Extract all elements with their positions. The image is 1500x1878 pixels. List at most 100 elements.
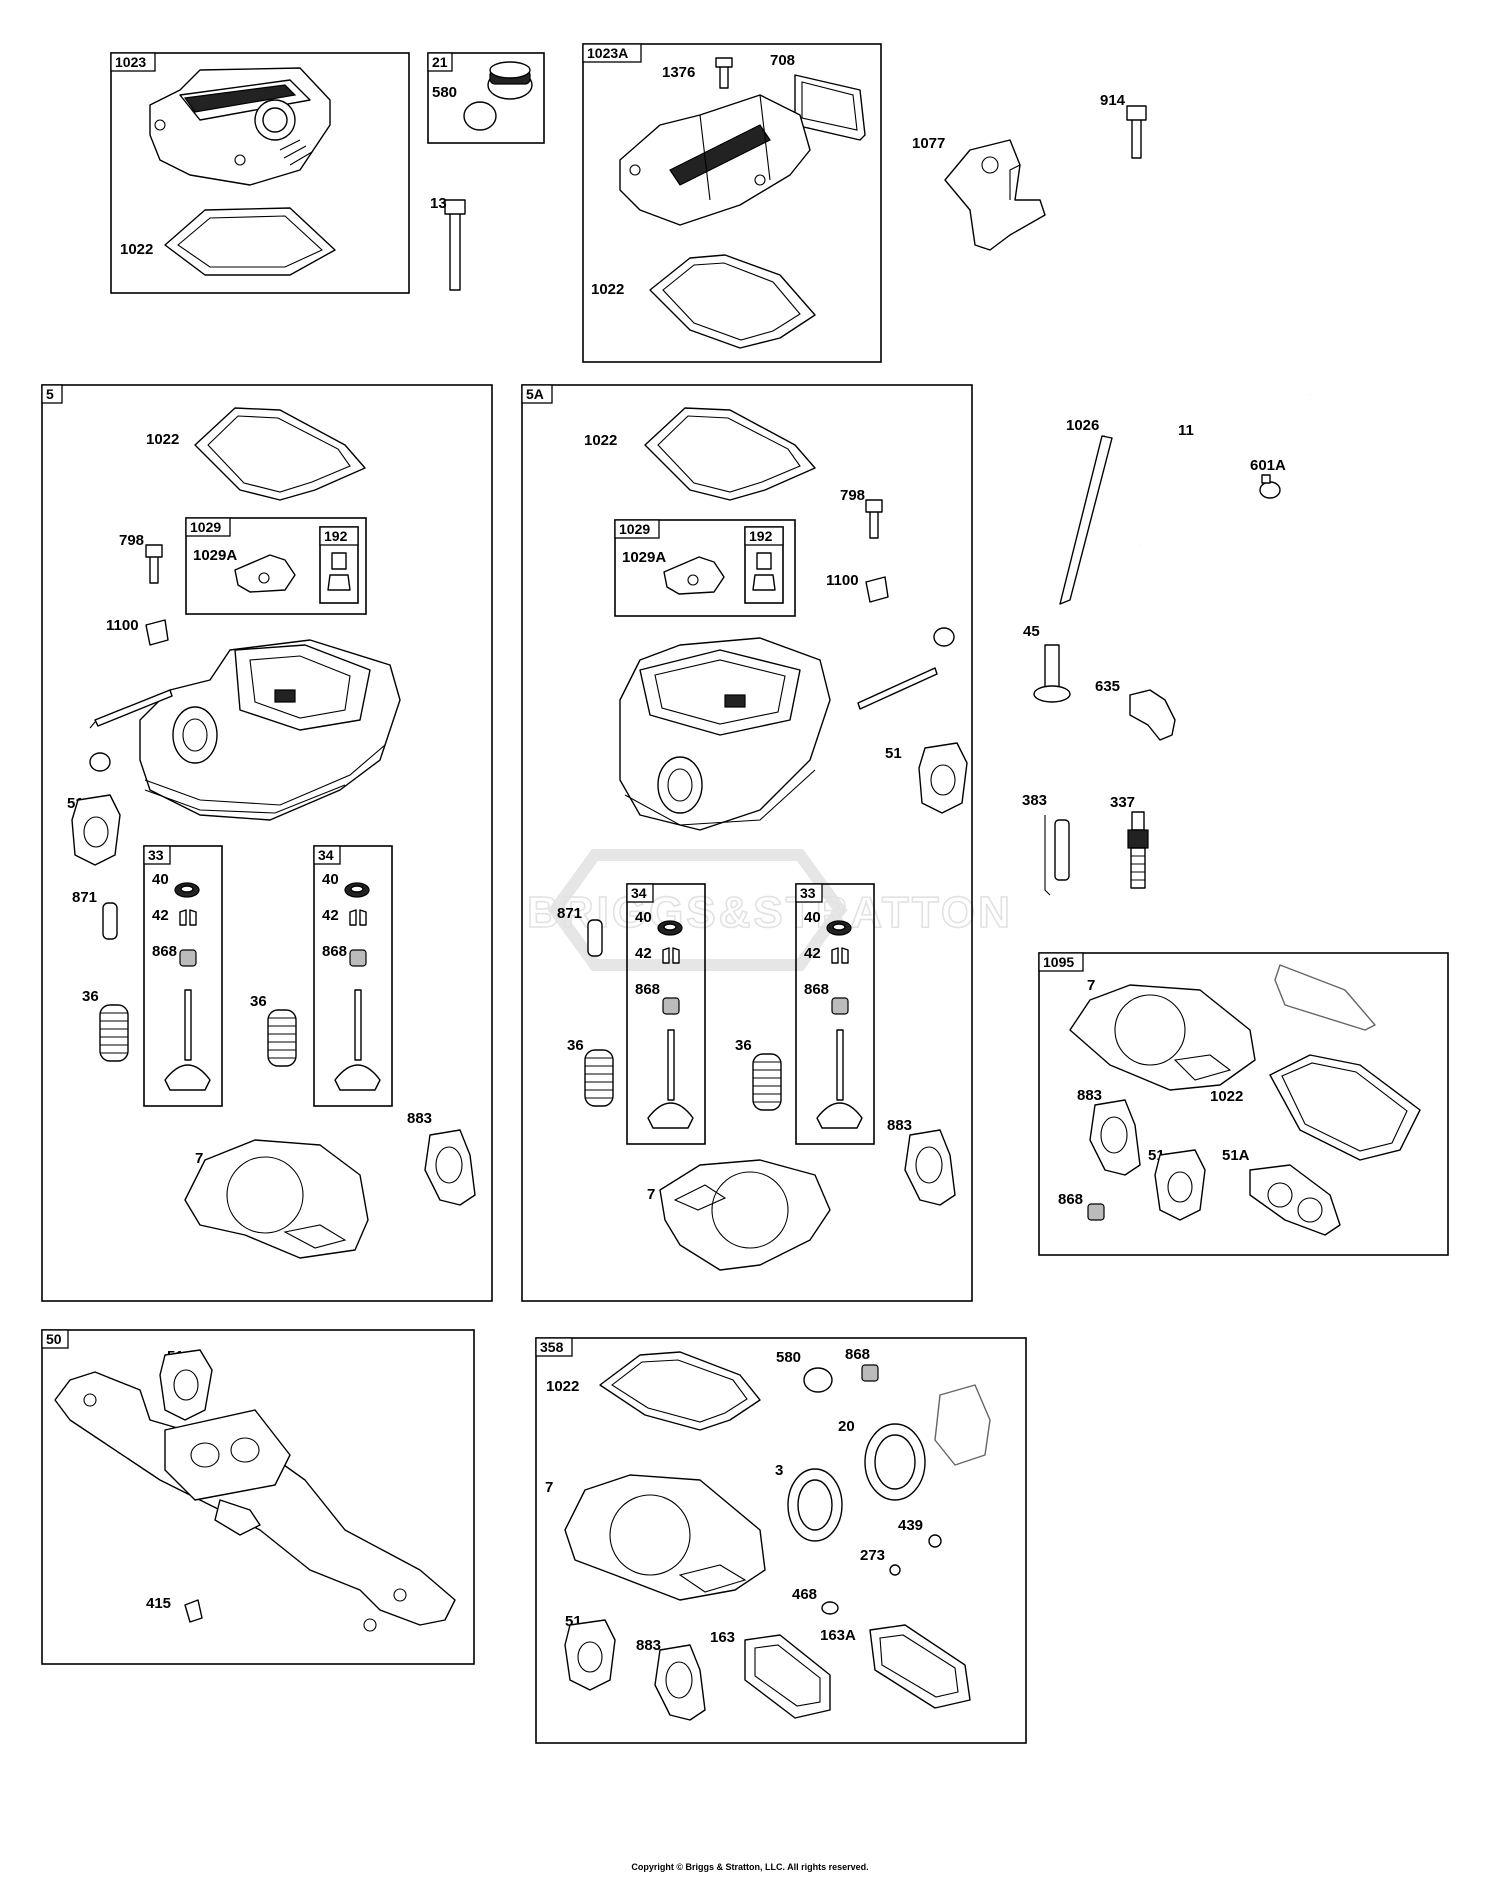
valve-cover-part: [149, 67, 331, 186]
gasket-883-part: [904, 1129, 956, 1206]
part-label: 1022: [591, 281, 624, 298]
guide-part: [145, 619, 169, 646]
part-label: 468: [792, 1586, 817, 1603]
nut-part: [89, 752, 111, 772]
gasket-163A-part: [869, 1624, 971, 1709]
spark-plug-part: [1127, 811, 1149, 889]
group-1095[interactable]: 1095 7 883 1022 51 51A 8: [1038, 952, 1449, 1256]
push-rod-guide-part: [94, 689, 173, 727]
fitting-45-part: [1033, 644, 1071, 703]
valve-seal-part: [861, 1364, 879, 1382]
guide-part: [865, 576, 889, 603]
o-ring-part: [803, 1367, 833, 1393]
group-tag: 34: [631, 885, 647, 901]
group-358[interactable]: 358 1022 580 868 20 3 7 439 273: [535, 1337, 1027, 1744]
nut-part: [933, 627, 955, 647]
group-tag: 21: [432, 54, 448, 70]
gasket-51-part: [159, 1349, 213, 1421]
part-label: 36: [735, 1037, 752, 1054]
group-1023A[interactable]: 1023A 1376 708 1022: [582, 43, 882, 363]
copyright-footer: Copyright © Briggs & Stratton, LLC. All …: [631, 1862, 869, 1872]
group-tag: 358: [540, 1339, 564, 1355]
elbow-fitting-part: [1129, 689, 1176, 741]
o-ring-part: [463, 101, 497, 131]
part-label: 163: [710, 1629, 735, 1646]
part-label-337: 337: [1110, 794, 1135, 811]
lifting-bracket-part: [944, 139, 1046, 251]
part-label: 798: [119, 532, 144, 549]
push-rod-part: [1059, 435, 1113, 605]
group-1029[interactable]: 1029 1029A: [185, 517, 367, 615]
group-5[interactable]: 5 1022 798 1100 1029 1029A 192: [41, 384, 493, 1302]
gasket-51-part: [1154, 1149, 1206, 1221]
group-1023[interactable]: 1023 1022: [110, 52, 410, 294]
group-tag: 50: [46, 1331, 62, 1347]
part-label-11: 11: [1178, 422, 1194, 439]
gasket-1022-part: [599, 1351, 761, 1431]
group-tag: 5: [46, 386, 54, 402]
gasket-part: [1274, 964, 1376, 1031]
gasket-883-part: [424, 1129, 476, 1206]
part-label: 1100: [826, 572, 859, 589]
part-label: 273: [860, 1547, 885, 1564]
part-label: 7: [647, 1186, 655, 1203]
part-label-601A: 601A: [1250, 457, 1286, 474]
group-5A[interactable]: 5A 1022 798 1100 1029 1029A 192: [521, 384, 973, 1302]
part-label: 708: [770, 52, 795, 69]
group-tag: 1029: [190, 519, 221, 535]
part-label: 42: [322, 907, 339, 924]
group-tag: 1023A: [587, 45, 628, 61]
part-label: 51: [885, 745, 902, 762]
part-label: 415: [146, 1595, 171, 1612]
o-ring-468-part: [821, 1601, 839, 1615]
part-label: 868: [152, 943, 177, 960]
part-label: 798: [840, 487, 865, 504]
group-33[interactable]: 33 40 42 868: [143, 845, 223, 1107]
part-label: 1100: [106, 617, 139, 634]
part-label-1026: 1026: [1066, 417, 1099, 434]
head-gasket-part: [659, 1159, 831, 1271]
part-label: 1022: [1210, 1088, 1243, 1105]
part-label: 40: [322, 871, 339, 888]
part-label: 1022: [584, 432, 617, 449]
part-label: 1022: [146, 431, 179, 448]
group-33[interactable]: 33 40 42 868: [795, 883, 875, 1145]
part-label: 883: [407, 1110, 432, 1127]
group-34[interactable]: 34 40 42 868: [313, 845, 393, 1107]
group-tag: 33: [148, 847, 164, 863]
plug-part: [184, 1599, 203, 1623]
part-label: 7: [195, 1150, 203, 1167]
breather-tube-part: [1136, 360, 1319, 555]
part-label: 40: [152, 871, 169, 888]
part-label: 36: [82, 988, 99, 1005]
intake-manifold-part: [54, 1371, 456, 1632]
head-gasket-part: [1069, 984, 1256, 1091]
guide-871-part: [102, 902, 118, 940]
bolt-13-part: [444, 199, 466, 291]
part-label: 3: [775, 1462, 783, 1479]
group-50[interactable]: 50 51 415: [41, 1329, 475, 1665]
part-label: 883: [1077, 1087, 1102, 1104]
part-label-13: 13: [430, 195, 447, 212]
group-192[interactable]: 192: [319, 526, 359, 604]
part-label: 42: [152, 907, 169, 924]
spring-part: [752, 1053, 782, 1111]
part-label: 883: [636, 1637, 661, 1654]
spring-part: [267, 1009, 297, 1067]
gasket-163-part: [744, 1634, 831, 1719]
group-34[interactable]: 34 40 42 868: [626, 883, 706, 1145]
group-tag: 5A: [526, 386, 544, 402]
gasket-51-part: [918, 742, 968, 814]
group-192[interactable]: 192: [744, 526, 784, 604]
head-gasket-part: [184, 1139, 369, 1259]
part-label: 42: [635, 945, 652, 962]
part-label-383: 383: [1022, 792, 1047, 809]
watermark-text: BRIGGS&STRATTON: [527, 888, 1013, 937]
part-label-1077: 1077: [912, 135, 945, 152]
guide-871-part: [587, 919, 603, 957]
valve-cover-part: [619, 94, 811, 226]
spring-part: [99, 1004, 129, 1062]
group-1029[interactable]: 1029 1029A: [614, 519, 796, 617]
group-21[interactable]: 21 580: [427, 52, 545, 144]
